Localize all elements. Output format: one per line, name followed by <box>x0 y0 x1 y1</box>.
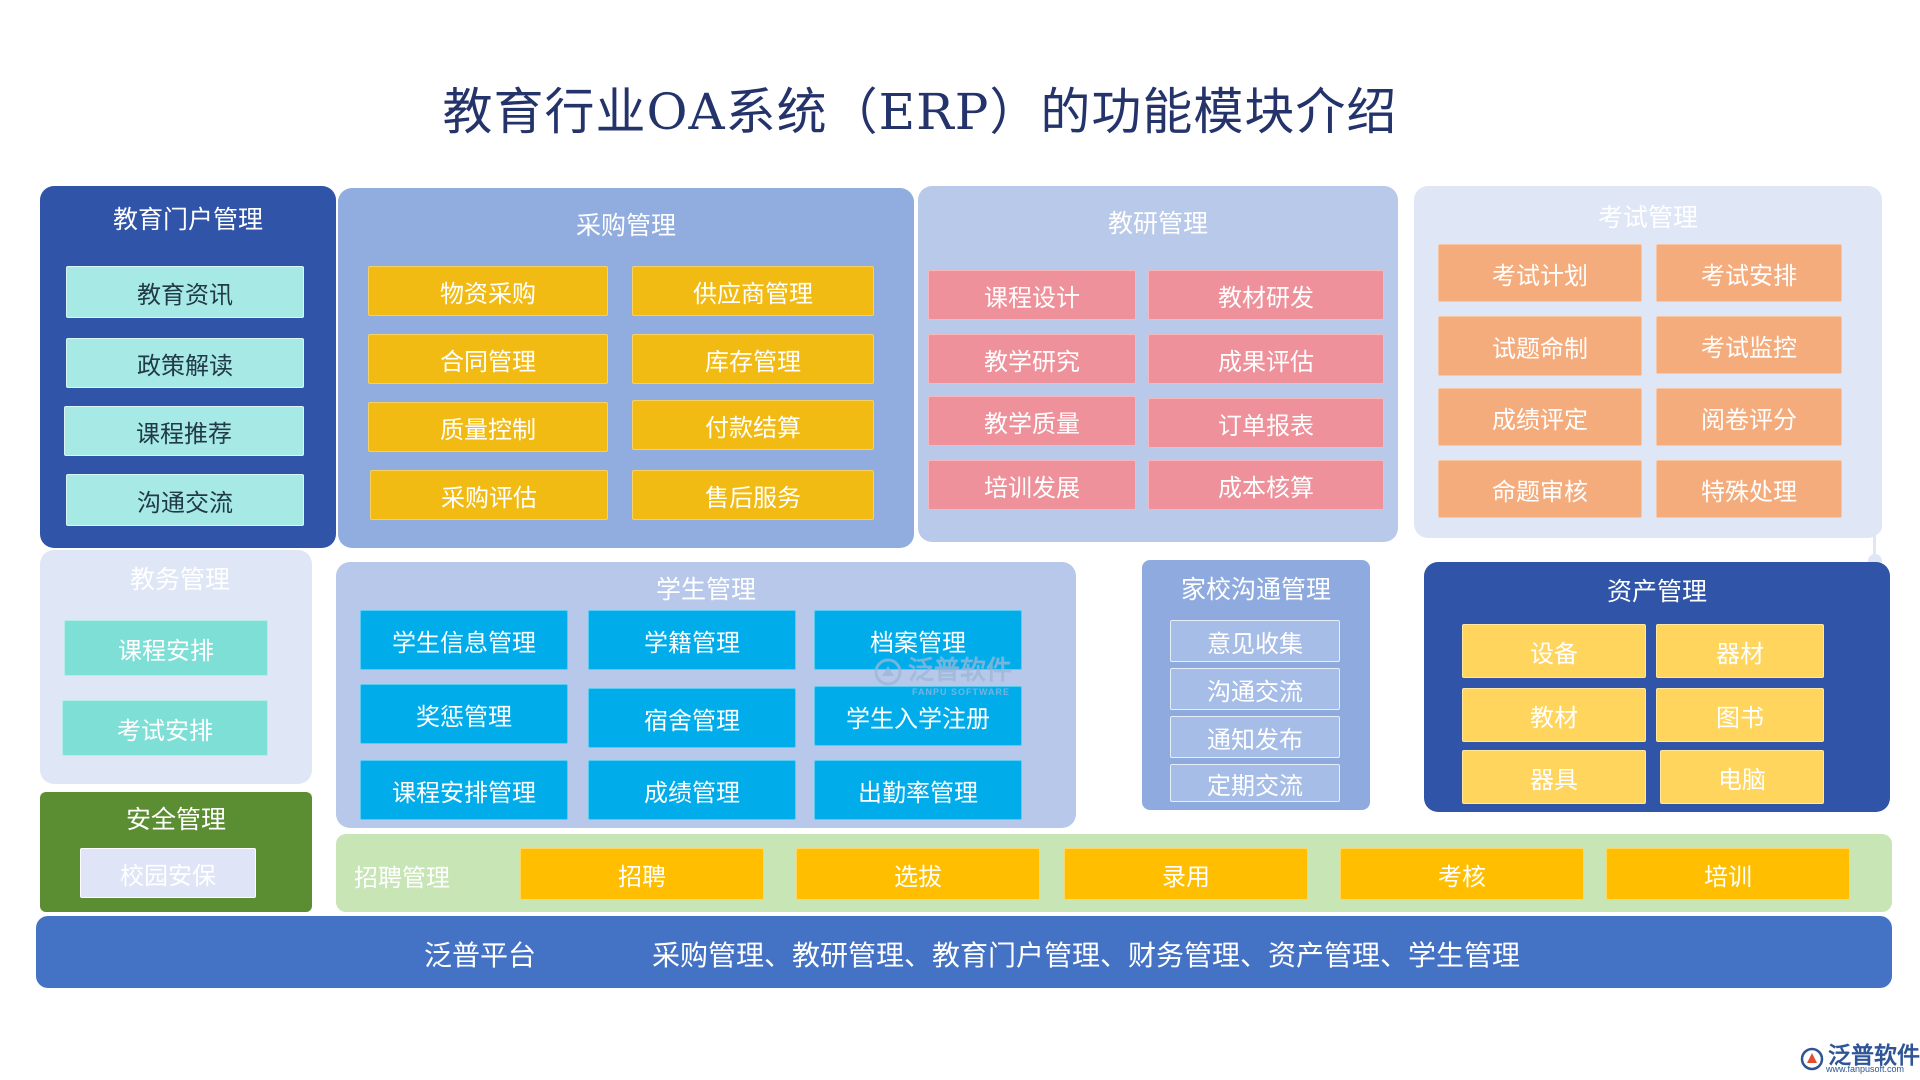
exam-connector-line <box>1873 528 1876 560</box>
portal-item-news[interactable]: 教育资讯 <box>66 266 304 318</box>
homeschool-item-communication[interactable]: 沟通交流 <box>1170 668 1340 710</box>
panel-recruit-title: 招聘管理 <box>354 864 450 892</box>
platform-name: 泛普平台 <box>424 939 537 972</box>
homeschool-item-notice[interactable]: 通知发布 <box>1170 716 1340 758</box>
student-item-attendance[interactable]: 出勤率管理 <box>814 760 1022 820</box>
portal-item-course-recommend[interactable]: 课程推荐 <box>64 406 304 456</box>
purchase-item-contract[interactable]: 合同管理 <box>368 334 608 384</box>
panel-student: 学生管理 学生信息管理 学籍管理 档案管理 奖惩管理 宿舍管理 学生入学注册 课… <box>336 562 1076 828</box>
recruit-item-select[interactable]: 选拔 <box>796 848 1040 900</box>
watermark: 泛普软件 FANPU SOFTWARE <box>874 650 1012 697</box>
purchase-item-supplier[interactable]: 供应商管理 <box>632 266 874 316</box>
exam-item-arrangement[interactable]: 考试安排 <box>1656 244 1842 302</box>
research-item-outcome[interactable]: 成果评估 <box>1148 334 1384 384</box>
purchase-item-quality[interactable]: 质量控制 <box>368 402 608 452</box>
exam-item-special[interactable]: 特殊处理 <box>1656 460 1842 518</box>
exam-item-grading[interactable]: 成绩评定 <box>1438 388 1642 446</box>
student-item-grades[interactable]: 成绩管理 <box>588 760 796 820</box>
exam-item-review[interactable]: 命题审核 <box>1438 460 1642 518</box>
research-item-training[interactable]: 培训发展 <box>928 460 1136 510</box>
purchase-item-materials[interactable]: 物资采购 <box>368 266 608 316</box>
asset-item-utensils[interactable]: 器具 <box>1462 750 1646 804</box>
affairs-item-course-schedule[interactable]: 课程安排 <box>64 620 268 676</box>
research-item-teaching-research[interactable]: 教学研究 <box>928 334 1136 384</box>
panel-asset-title: 资产管理 <box>1606 577 1707 606</box>
platform-bar: 泛普平台 采购管理、教研管理、教育门户管理、财务管理、资产管理、学生管理 <box>36 916 1892 988</box>
student-item-dormitory[interactable]: 宿舍管理 <box>588 688 796 748</box>
recruit-item-training[interactable]: 培训 <box>1606 848 1850 900</box>
student-item-archive[interactable]: 档案管理 <box>814 610 1022 670</box>
panel-research-title: 教研管理 <box>1107 209 1208 238</box>
exam-item-plan[interactable]: 考试计划 <box>1438 244 1642 302</box>
panel-purchase-title: 采购管理 <box>575 211 676 240</box>
panel-portal-title: 教育门户管理 <box>112 205 263 234</box>
asset-item-books[interactable]: 图书 <box>1656 688 1824 742</box>
panel-affairs-title: 教务管理 <box>130 565 231 594</box>
recruit-item-recruit[interactable]: 招聘 <box>520 848 764 900</box>
student-item-course-management[interactable]: 课程安排管理 <box>360 760 568 820</box>
security-item-campus[interactable]: 校园安保 <box>80 848 256 898</box>
asset-item-computers[interactable]: 电脑 <box>1660 750 1824 804</box>
panel-security-title: 安全管理 <box>125 805 226 834</box>
platform-modules: 采购管理、教研管理、教育门户管理、财务管理、资产管理、学生管理 <box>652 939 1521 972</box>
brand-logo-icon <box>1800 1047 1824 1071</box>
research-item-teaching-quality[interactable]: 教学质量 <box>928 396 1136 446</box>
watermark-logo-icon <box>874 658 902 686</box>
brand-logo-url[interactable]: www.fanpusoft.com <box>1826 1064 1905 1074</box>
panel-asset: 资产管理 设备 器材 教材 图书 器具 电脑 <box>1424 562 1890 812</box>
panel-research: 教研管理 课程设计 教材研发 教学研究 成果评估 教学质量 订单报表 培训发展 … <box>918 186 1398 542</box>
recruit-item-assess[interactable]: 考核 <box>1340 848 1584 900</box>
asset-item-textbooks[interactable]: 教材 <box>1462 688 1646 742</box>
asset-item-equipment[interactable]: 设备 <box>1462 624 1646 678</box>
panel-homeschool-title: 家校沟通管理 <box>1180 575 1331 604</box>
recruit-item-hire[interactable]: 录用 <box>1064 848 1308 900</box>
exam-item-monitoring[interactable]: 考试监控 <box>1656 316 1842 374</box>
purchase-item-inventory[interactable]: 库存管理 <box>632 334 874 384</box>
student-item-status[interactable]: 学籍管理 <box>588 610 796 670</box>
research-item-course-design[interactable]: 课程设计 <box>928 270 1136 320</box>
student-item-enrollment[interactable]: 学生入学注册 <box>814 686 1022 746</box>
student-item-info[interactable]: 学生信息管理 <box>360 610 568 670</box>
homeschool-item-feedback[interactable]: 意见收集 <box>1170 620 1340 662</box>
panel-portal: 教育门户管理 教育资讯 政策解读 课程推荐 沟通交流 <box>40 186 336 548</box>
exam-connector-dot-top <box>1868 520 1882 534</box>
purchase-item-payment[interactable]: 付款结算 <box>632 400 874 450</box>
brand-logo: 泛普软件 www.fanpusoft.com <box>1800 1036 1920 1074</box>
research-item-cost[interactable]: 成本核算 <box>1148 460 1384 510</box>
exam-item-marking[interactable]: 阅卷评分 <box>1656 388 1842 446</box>
panel-exam-title: 考试管理 <box>1597 203 1698 232</box>
panel-security: 安全管理 校园安保 <box>40 792 312 912</box>
panel-academic-affairs: 教务管理 课程安排 考试安排 <box>40 550 312 784</box>
portal-item-policy[interactable]: 政策解读 <box>66 338 304 388</box>
student-item-rewards[interactable]: 奖惩管理 <box>360 684 568 744</box>
panel-recruitment: 招聘管理 招聘 选拔 录用 考核 培训 <box>336 834 1892 912</box>
research-item-order-report[interactable]: 订单报表 <box>1148 398 1384 448</box>
watermark-text: 泛普软件 <box>908 655 1013 685</box>
watermark-subtext: FANPU SOFTWARE <box>912 687 1011 697</box>
panel-exam: 考试管理 考试计划 考试安排 试题命制 考试监控 成绩评定 阅卷评分 命题审核 … <box>1414 186 1882 538</box>
homeschool-item-regular[interactable]: 定期交流 <box>1170 764 1340 802</box>
asset-item-apparatus[interactable]: 器材 <box>1656 624 1824 678</box>
panel-purchase: 采购管理 物资采购 供应商管理 合同管理 库存管理 质量控制 付款结算 采购评估… <box>338 188 914 548</box>
brand-logo-text: 泛普软件 <box>1828 1042 1920 1068</box>
purchase-item-after-sales[interactable]: 售后服务 <box>632 470 874 520</box>
purchase-item-evaluation[interactable]: 采购评估 <box>370 470 608 520</box>
affairs-item-exam-schedule[interactable]: 考试安排 <box>62 700 268 756</box>
exam-item-question-setting[interactable]: 试题命制 <box>1438 316 1642 376</box>
panel-student-title: 学生管理 <box>655 575 756 604</box>
panel-home-school: 家校沟通管理 意见收集 沟通交流 通知发布 定期交流 <box>1142 560 1370 810</box>
research-item-textbook[interactable]: 教材研发 <box>1148 270 1384 320</box>
page-title: 教育行业OA系统（ERP）的功能模块介绍 <box>442 83 1398 141</box>
portal-item-communication[interactable]: 沟通交流 <box>66 474 304 526</box>
